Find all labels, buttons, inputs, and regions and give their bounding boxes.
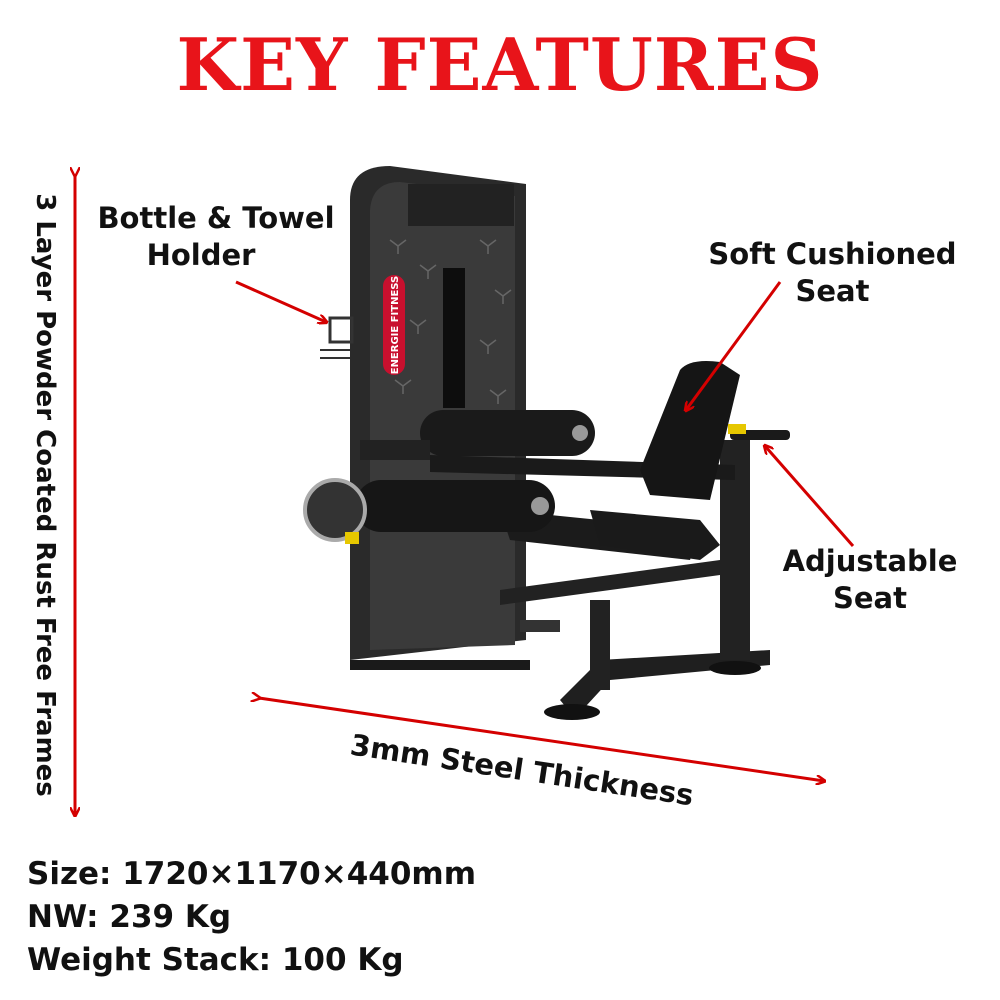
cushioned-seat-label: Soft Cushioned Seat: [700, 236, 965, 310]
width-arrow: [259, 698, 824, 781]
spec-size: Size: 1720×1170×440mm: [27, 856, 477, 892]
spec-weight-stack: Weight Stack: 100 Kg: [27, 942, 404, 978]
frame-feature-label: 3 Layer Powder Coated Rust Free Frames: [30, 193, 60, 797]
seat-arrow: [686, 281, 782, 410]
page-title: KEY FEATURES: [176, 22, 824, 107]
adjustable-seat-arrow: [765, 446, 855, 547]
brand-badge-text: ENERGIE FITNESS: [390, 276, 401, 375]
bottle-holder-line1: Bottle & Towel: [97, 201, 335, 235]
bottle-holder-line2: Holder: [146, 238, 256, 272]
leg-extension-machine: ENERGIE FITNESS: [303, 166, 790, 720]
specifications: Size: 1720×1170×440mm NW: 239 Kg Weight …: [27, 853, 476, 982]
spec-net-weight: NW: 239 Kg: [27, 899, 232, 935]
brand-badge: [383, 275, 405, 375]
cushioned-seat-line2: Seat: [795, 274, 870, 308]
bottle-holder-arrow: [235, 280, 326, 322]
bottle-holder-label: Bottle & Towel Holder: [96, 200, 336, 274]
cushioned-seat-line1: Soft Cushioned: [708, 237, 957, 271]
adjustable-seat-line1: Adjustable: [782, 544, 958, 578]
adjustable-seat-line2: Seat: [833, 581, 907, 615]
adjustable-seat-label: Adjustable Seat: [775, 543, 965, 617]
